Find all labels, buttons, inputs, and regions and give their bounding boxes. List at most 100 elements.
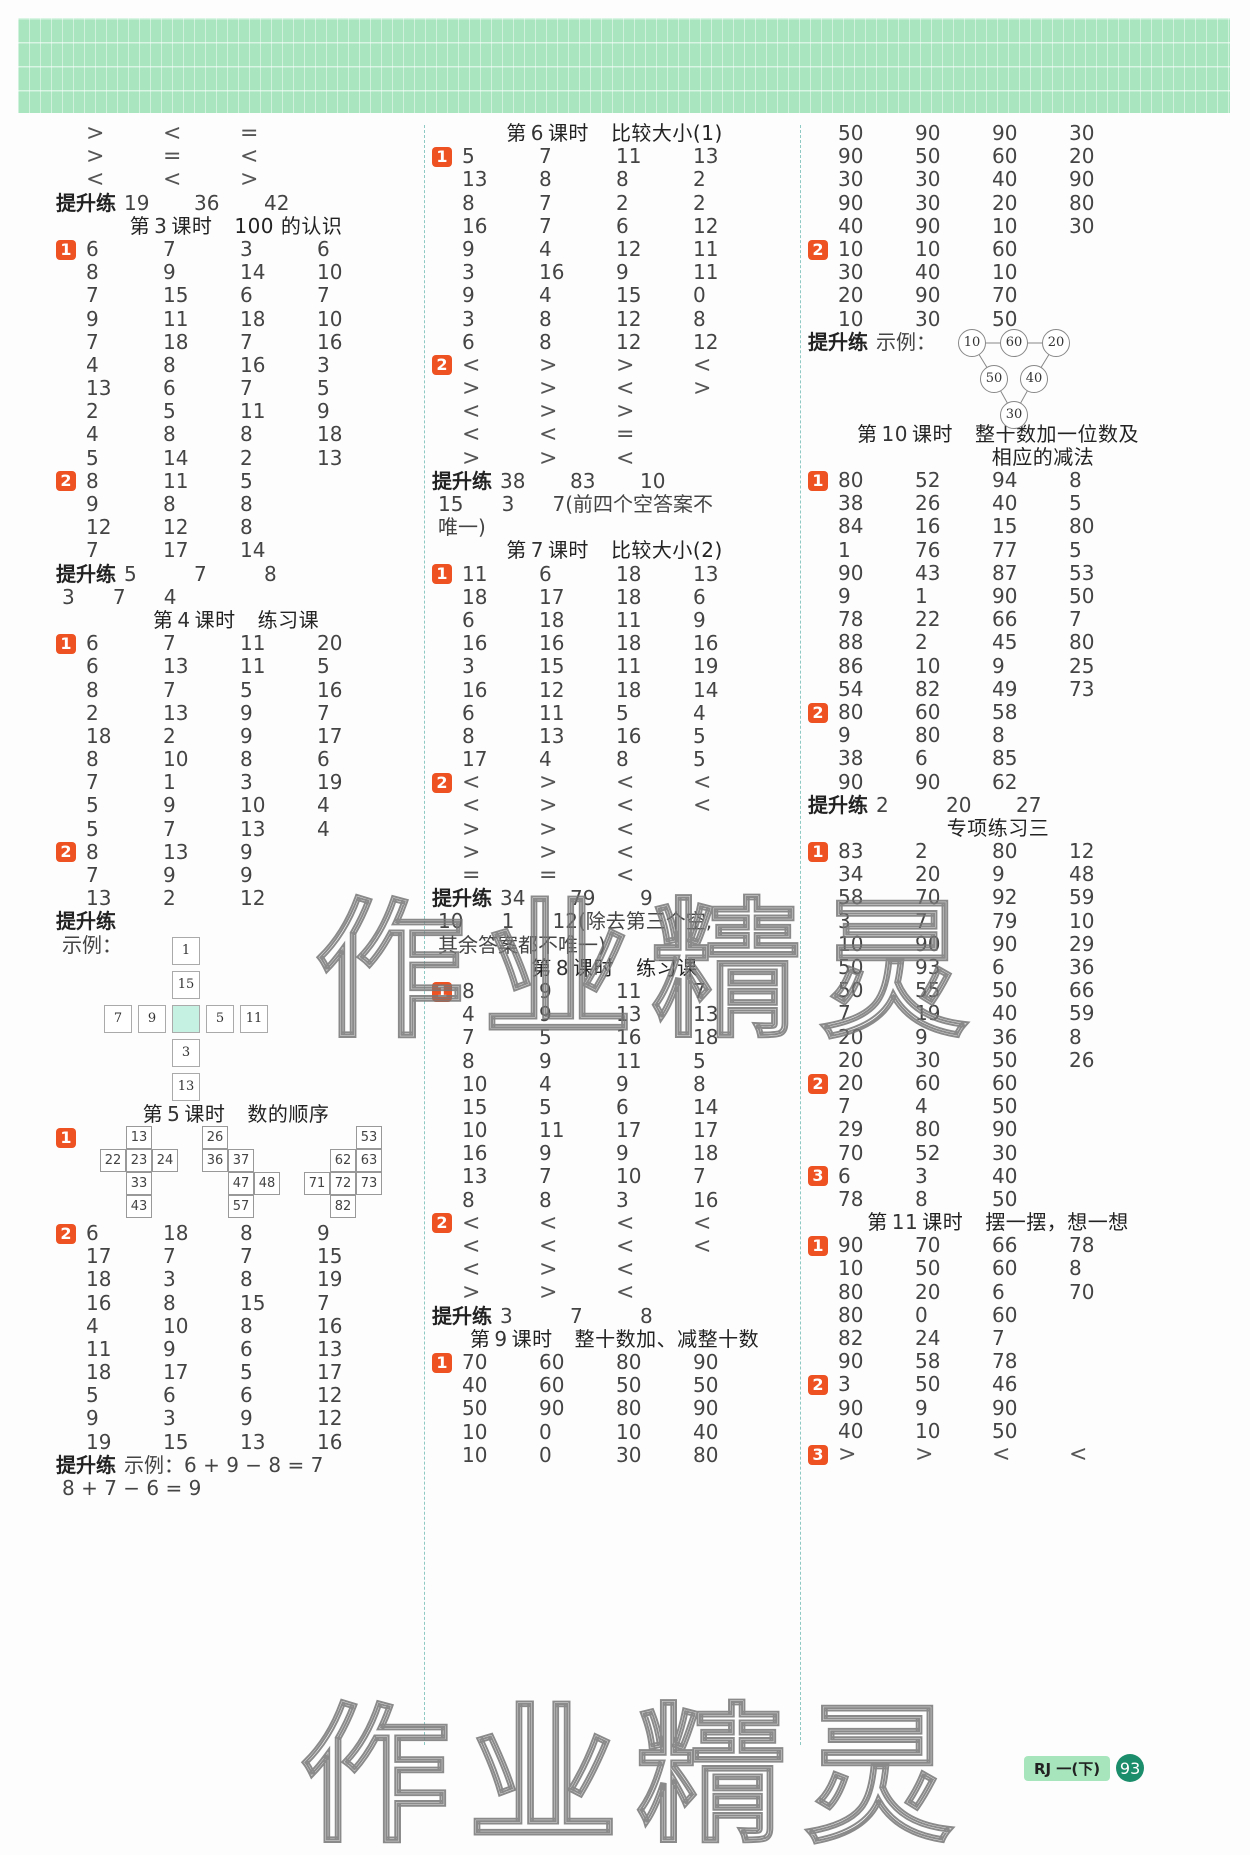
question-number-badge: 1: [432, 564, 452, 585]
answer-value: 36: [992, 1024, 1018, 1049]
answer-value: 8: [86, 677, 99, 702]
answer-value: 7: [86, 863, 99, 887]
answer-value: 15: [317, 1244, 343, 1269]
answer-value: 5: [693, 1048, 706, 1073]
comparison-symbol: <: [539, 422, 558, 448]
answer-value: 18: [616, 584, 642, 609]
answer-value: 7: [317, 700, 330, 725]
answer-value: 7: [240, 1244, 253, 1269]
answer-value: 82: [915, 676, 941, 701]
lesson-prefix: 第: [506, 538, 527, 563]
answer-value: 17: [462, 747, 488, 772]
answer-value: 10: [462, 1442, 488, 1467]
answer-value: 20: [946, 792, 972, 817]
answer-value: 3: [500, 1303, 513, 1328]
answer-value: 9: [86, 306, 99, 331]
answer-value: 90: [992, 584, 1018, 608]
answer-value: 13: [693, 144, 719, 169]
answer-value: 7: [240, 376, 253, 401]
answer-value: 0: [693, 283, 706, 308]
answer-value: 70: [838, 1140, 864, 1165]
comparison-symbol: >: [539, 1257, 558, 1283]
answer-value: 19: [693, 654, 719, 679]
comparison-symbol: >: [539, 376, 558, 402]
answer-value: 25: [1069, 653, 1095, 678]
question-number-badge: 1: [56, 239, 76, 260]
answer-value: 8: [86, 260, 99, 285]
answer-value: 7: [86, 538, 99, 563]
comparison-symbol: <: [616, 863, 635, 888]
answer-value: 80: [616, 1396, 642, 1421]
answer-value: 1: [915, 584, 928, 608]
answer-value: 48: [1069, 862, 1095, 887]
comparison-symbol: <: [616, 1210, 635, 1236]
answer-row: <><<: [432, 794, 797, 817]
answer-value: 2: [616, 190, 629, 215]
answer-value: 2: [86, 399, 99, 424]
answer-value: 9: [992, 862, 1005, 887]
lesson-number: 7: [530, 538, 544, 563]
comparison-symbol: <: [240, 144, 259, 170]
answer-value: 43: [915, 560, 941, 585]
answer-value: 40: [838, 213, 864, 238]
lesson-number: 9: [494, 1326, 508, 1351]
answer-value: 90: [992, 121, 1018, 145]
answer-value: 18: [462, 584, 488, 609]
answer-value: 12: [317, 1406, 343, 1431]
lesson-prefix: 第: [857, 421, 878, 446]
lesson-prefix: 第: [867, 1210, 888, 1235]
comparison-symbol: >: [462, 816, 481, 842]
answer-value: 7: [86, 329, 99, 354]
answer-value: 3: [163, 1267, 176, 1292]
comparison-symbol: >: [539, 770, 558, 796]
answer-value: 34: [838, 862, 864, 887]
answer-value: 83: [570, 468, 596, 493]
lesson-suffix: 课时: [547, 121, 589, 145]
answer-value: 9: [539, 1002, 552, 1027]
answer-value: 20: [317, 631, 343, 656]
lesson-number: 3: [154, 213, 168, 238]
answer-value: 6: [163, 376, 176, 401]
comparison-symbol: =: [616, 422, 635, 448]
answer-value: 20: [838, 283, 864, 308]
comparison-symbol: <: [462, 1257, 481, 1283]
boost-practice-label: 提升练: [432, 468, 492, 493]
answer-value: 12: [616, 306, 642, 331]
answer-value: 66: [992, 607, 1018, 632]
boost-practice-label: 提升练: [56, 909, 116, 934]
question-marker: 3: [808, 1444, 838, 1465]
comparison-symbol: <: [693, 770, 712, 796]
answer-value: 38: [500, 468, 526, 493]
answer-value: 8: [163, 492, 176, 516]
answer-value: 50: [992, 1186, 1018, 1211]
answer-value: 60: [539, 1349, 565, 1374]
lesson-prefix: 第: [531, 955, 552, 980]
answer-value: 6: [86, 631, 99, 656]
answer-value: 40: [462, 1373, 488, 1398]
answer-value: 38: [838, 746, 864, 771]
grid-cell: 48: [254, 1171, 280, 1195]
answer-value: 13: [539, 723, 565, 748]
answer-row: 2<<<<: [432, 1212, 797, 1235]
answer-value: 18: [86, 1267, 112, 1292]
answer-value: 40: [992, 167, 1018, 192]
answer-value: 12: [317, 1383, 343, 1408]
answer-value: 88: [838, 630, 864, 655]
answer-value: 6: [86, 236, 99, 261]
answer-value: 7: [163, 631, 176, 656]
answer-value: 50: [693, 1373, 719, 1398]
lesson-title: 100 的认识: [234, 213, 343, 238]
